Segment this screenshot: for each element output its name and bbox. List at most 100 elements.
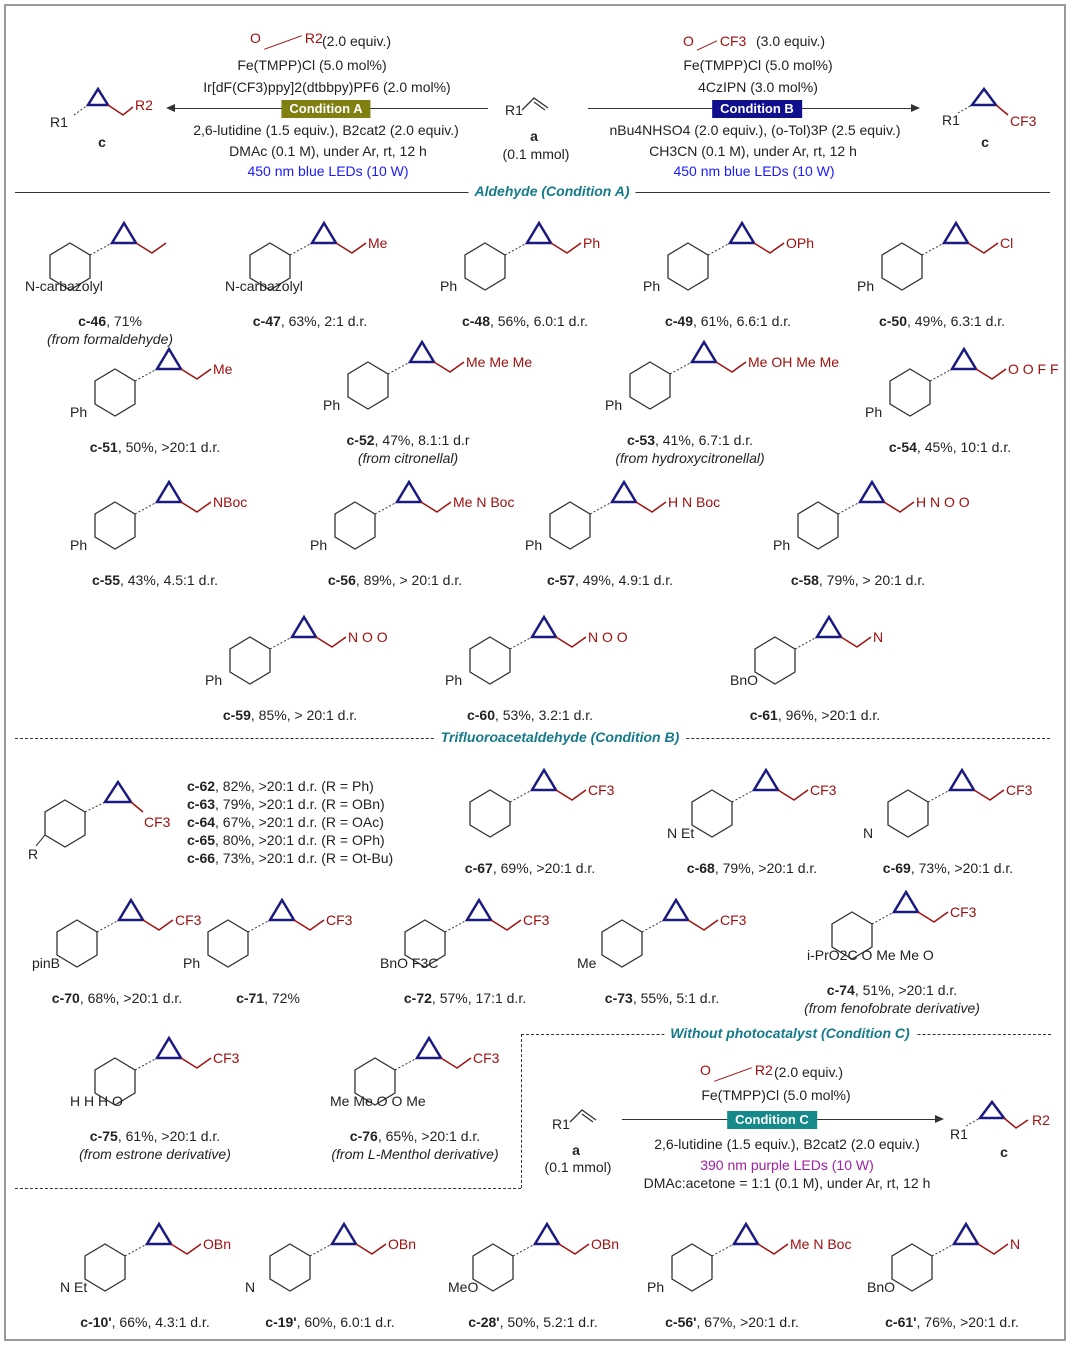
substituent-label: N O O bbox=[348, 629, 388, 645]
yield-dr: , 80%, >20:1 d.r. (R = OPh) bbox=[215, 832, 385, 848]
substituent-label: N bbox=[873, 629, 884, 645]
structure-drawing bbox=[831, 889, 949, 960]
condition-a-badge: Condition A bbox=[281, 100, 371, 118]
yield-dr: , 67%, >20:1 d.r. bbox=[696, 1314, 799, 1330]
stereo-bond bbox=[794, 636, 818, 650]
substrate-label-c: a bbox=[572, 1142, 580, 1158]
benzene-ring bbox=[887, 789, 929, 838]
product-r1-c: R1 bbox=[950, 1126, 968, 1142]
benzene-ring bbox=[464, 242, 506, 291]
yield-dr: , 47%, 8.1:1 d.r bbox=[374, 432, 470, 448]
substituent-label: OBn bbox=[591, 1236, 620, 1252]
aryl-label: Ph bbox=[183, 955, 201, 971]
cyclopropane-ring bbox=[154, 479, 184, 504]
compound-id: c-54 bbox=[888, 439, 917, 455]
stereo-bond bbox=[927, 789, 951, 803]
compound-id: c-66 bbox=[187, 850, 216, 866]
substituent-chain bbox=[757, 1243, 789, 1255]
aryl-label: Ph bbox=[205, 672, 223, 688]
substituent-label: CF3 bbox=[950, 904, 977, 920]
substituent-label: OBn bbox=[203, 1236, 232, 1252]
substituent-chain bbox=[840, 636, 872, 648]
compound-caption: c-67, 69%, >20:1 d.r. bbox=[465, 860, 595, 877]
yield-dr: , 82%, >20:1 d.r. (R = Ph) bbox=[215, 778, 374, 794]
compound-caption: c-48, 56%, 6.0:1 d.r. bbox=[462, 313, 588, 330]
compound-caption: c-70, 68%, >20:1 d.r. bbox=[52, 990, 182, 1007]
cyclopropane-ring bbox=[394, 479, 424, 504]
compound-id: c-57 bbox=[546, 572, 575, 588]
aryl-label: BnO bbox=[730, 672, 759, 688]
structure-drawing bbox=[49, 220, 167, 291]
compound-id: c-50 bbox=[878, 313, 907, 329]
cyclopropane-product-c bbox=[965, 1099, 1029, 1129]
substituent-chain bbox=[555, 636, 587, 648]
r2-label: R2 bbox=[304, 30, 323, 46]
substituent-chain bbox=[883, 501, 915, 513]
substituent-chain bbox=[635, 501, 667, 513]
yield-dr: , 50%, >20:1 d.r. bbox=[117, 439, 221, 455]
stereo-bond bbox=[731, 789, 755, 803]
substituent-label: NBoc bbox=[213, 494, 248, 510]
series-entry: c-65, 80%, >20:1 d.r. (R = OPh) bbox=[187, 832, 385, 849]
aryl-label: pinB bbox=[32, 955, 61, 971]
aldehyde-equiv: (2.0 equiv.) bbox=[322, 33, 391, 49]
cf3-label: CF3 bbox=[144, 814, 171, 830]
aryl-label: Me Me O O Me bbox=[330, 1093, 426, 1109]
light-source-b: 450 nm blue LEDs (10 W) bbox=[673, 163, 835, 179]
substituent-chain bbox=[753, 242, 785, 254]
substituent-chain bbox=[440, 1057, 472, 1069]
stereo-bond bbox=[96, 919, 120, 933]
compound-id: c-59 bbox=[222, 707, 251, 723]
stereo-bond bbox=[504, 242, 528, 256]
compound-caption: c-61', 76%, >20:1 d.r. bbox=[885, 1314, 1019, 1331]
compound-caption: c-19', 60%, 6.0:1 d.r. bbox=[265, 1314, 394, 1331]
compound-note: (from estrone derivative) bbox=[79, 1146, 231, 1162]
substituent-label: Cl bbox=[1000, 235, 1014, 251]
substituent-chain bbox=[977, 1243, 1009, 1255]
compound-caption: c-68, 79%, >20:1 d.r. bbox=[687, 860, 817, 877]
structure-drawing bbox=[797, 479, 915, 550]
compound-id: c-47 bbox=[252, 313, 281, 329]
cyclopropane-ring bbox=[727, 220, 757, 245]
substituent-chain bbox=[917, 911, 949, 923]
benzene-ring bbox=[691, 789, 733, 838]
structure-drawing bbox=[334, 479, 452, 550]
solvent-c: DMAc:acetone = 1:1 (0.1 M), under Ar, rt… bbox=[643, 1175, 931, 1191]
substituent-label: Me OH Me Me bbox=[748, 354, 840, 370]
aryl-cyclopropane-structure bbox=[35, 779, 144, 848]
substrate-label: a bbox=[530, 128, 538, 144]
aryl-label: Ph bbox=[647, 1279, 665, 1295]
yield-dr: , 56%, 6.0:1 d.r. bbox=[489, 313, 589, 329]
yield-dr: , 41%, 6.7:1 d.r. bbox=[654, 432, 754, 448]
substituent-label: H N Boc bbox=[668, 494, 721, 510]
stereo-bond bbox=[124, 1243, 148, 1257]
substituent-chain bbox=[293, 919, 325, 931]
section-title-trifluoro: Trifluoroacetaldehyde (Condition B) bbox=[434, 729, 686, 746]
substituent-label: Me N Boc bbox=[790, 1236, 852, 1252]
cyclopropane-ring bbox=[891, 889, 921, 914]
iron-catalyst-c: Fe(TMPP)Cl (5.0 mol%) bbox=[701, 1087, 851, 1103]
compound-id: c-51 bbox=[89, 439, 118, 455]
stereo-bond bbox=[134, 1057, 158, 1071]
aryl-label: Ph bbox=[323, 397, 341, 413]
cyclopropane-ring bbox=[941, 220, 971, 245]
alkene-icon bbox=[569, 1109, 597, 1123]
substrate-amount-c: (0.1 mmol) bbox=[544, 1159, 612, 1175]
cyclopropane-ring bbox=[949, 346, 979, 371]
compound-id: c-56' bbox=[665, 1314, 697, 1330]
product-r2-c: R2 bbox=[1032, 1112, 1050, 1128]
structure-drawing bbox=[754, 614, 872, 685]
cyclopropane-ring bbox=[947, 767, 977, 792]
benzene-ring bbox=[754, 636, 796, 685]
stereo-bond bbox=[134, 368, 158, 382]
cyclopropane-ring bbox=[529, 767, 559, 792]
structure-drawing bbox=[229, 614, 347, 685]
stereo-bond bbox=[134, 501, 158, 515]
substituent-chain bbox=[715, 361, 747, 373]
cyclopropane-ring bbox=[464, 897, 494, 922]
stereo-bond bbox=[289, 242, 313, 256]
stereo-bond bbox=[387, 361, 411, 375]
cyclopropane-ring bbox=[329, 1221, 359, 1246]
compound-caption: c-74, 51%, >20:1 d.r. bbox=[827, 982, 957, 999]
yield-dr: , 96%, >20:1 d.r. bbox=[777, 707, 881, 723]
